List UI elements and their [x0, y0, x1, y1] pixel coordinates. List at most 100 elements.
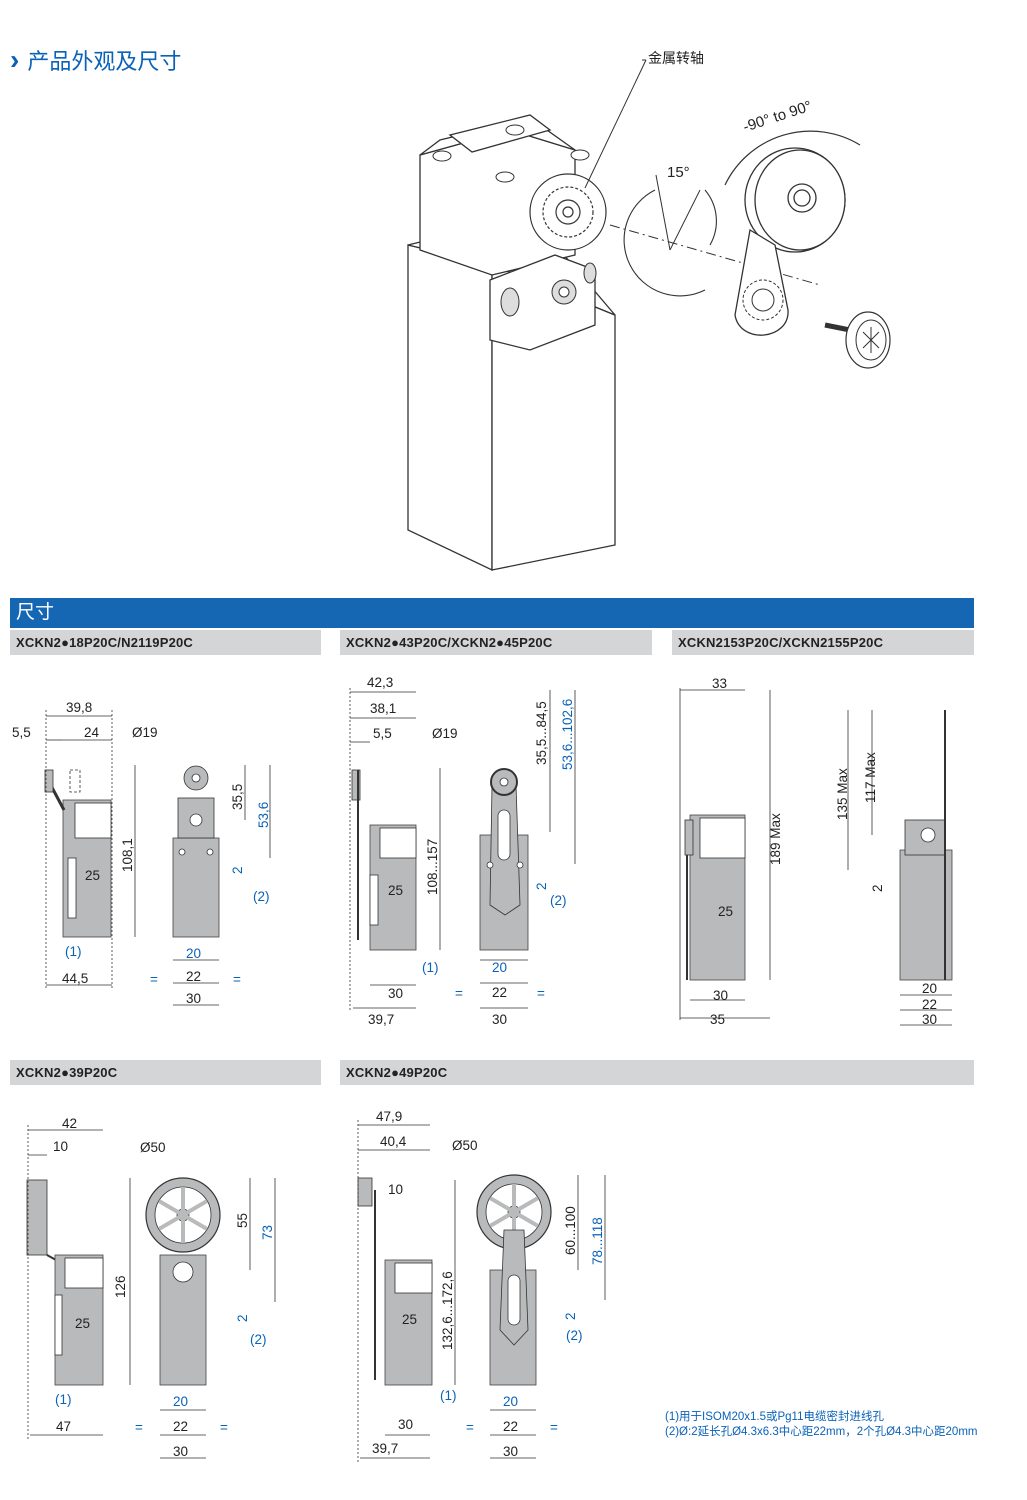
dim-text: 25 [718, 904, 733, 919]
dim-text: 35,5 [230, 784, 245, 810]
dim-text: 35 [710, 1012, 725, 1027]
dim-text: 2 [230, 866, 245, 874]
dim-text: 10 [388, 1182, 403, 1197]
dim-text: 38,1 [370, 701, 396, 716]
dim-text: 25 [402, 1312, 417, 1327]
dim-text: 189 Max [768, 813, 783, 865]
dim-text: 47 [56, 1419, 71, 1434]
dim-text: 33 [712, 676, 727, 691]
dim-text: = [455, 986, 463, 1001]
dim-text: 20 [503, 1394, 518, 1409]
dimension-drawing-2: 42,3 38,1 5,5 Ø19 25 (1) (2) 20 22 30 30… [349, 675, 576, 1027]
angle-15-label: 15° [667, 164, 690, 181]
note-2-label: (2) [253, 889, 270, 904]
dimensions-bar-label: 尺寸 [16, 602, 55, 623]
dim-text: 5,5 [12, 725, 31, 740]
dim-text: 30 [388, 986, 403, 1001]
dim-text: 20 [186, 946, 201, 961]
dim-text: Ø50 [452, 1138, 478, 1153]
footnote-2: (2)Ø:2延长孔Ø4.3x6.3中心距22mm，2个孔Ø4.3中心距20mm [665, 1426, 978, 1438]
dim-text: 132,6...172,6 [440, 1271, 455, 1350]
model-header-4: XCKN2●39P20C [10, 1060, 321, 1085]
dim-text: = [220, 1420, 228, 1435]
dim-text: 53,6 [256, 802, 271, 828]
dim-text: 10 [53, 1139, 68, 1154]
dim-text: = [466, 1420, 474, 1435]
footnote-1: (1)用于ISOM20x1.5或Pg11电缆密封进线孔 [665, 1411, 884, 1423]
note-1-label: (1) [65, 944, 82, 959]
dim-text: 117 Max [863, 752, 878, 803]
model-header-2: XCKN2●43P20C/XCKN2●45P20C [340, 630, 652, 655]
dim-text: 30 [922, 1012, 937, 1027]
dimension-drawing-3: 33 25 30 35 20 22 30 189 Max 135 Max 117… [679, 676, 953, 1027]
dimensions-bar: 尺寸 [10, 598, 974, 628]
dim-text: 42 [62, 1116, 77, 1131]
dim-text: 40,4 [380, 1134, 407, 1149]
dim-text: 73 [260, 1225, 275, 1240]
dim-text: 44,5 [62, 971, 88, 986]
dim-text: 30 [503, 1444, 518, 1459]
dim-text: 39,7 [368, 1012, 394, 1027]
callout-metal-shaft: 金属转轴 [648, 50, 704, 66]
section-title: › 产品外观及尺寸 [10, 44, 181, 76]
note-1-label: (1) [422, 960, 439, 975]
dim-text: 35,5...84,5 [534, 701, 549, 765]
dim-text: 25 [388, 883, 403, 898]
footnotes: (1)用于ISOM20x1.5或Pg11电缆密封进线孔 (2)Ø:2延长孔Ø4.… [665, 1410, 985, 1440]
dim-text: 30 [186, 991, 201, 1006]
dim-text: 47,9 [376, 1109, 402, 1124]
note-2-label: (2) [250, 1332, 267, 1347]
dim-text: = [150, 972, 158, 987]
note-1-label: (1) [55, 1392, 72, 1407]
dim-text: 25 [85, 868, 100, 883]
dimension-drawing-5: 47,9 40,4 10 Ø50 25 (1) (2) 30 39,7 20 2… [357, 1109, 606, 1462]
dim-text: = [537, 986, 545, 1001]
dim-text: 135 Max [835, 768, 850, 820]
dim-text: 5,5 [373, 726, 392, 741]
dim-text: 126 [113, 1275, 128, 1298]
dim-text: 30 [173, 1444, 188, 1459]
dim-text: 2 [235, 1314, 250, 1322]
dimension-drawing-4: 42 10 Ø50 25 (1) (2) 47 20 22 30 = = 126… [26, 1116, 276, 1459]
dim-text: 108,1 [120, 838, 135, 872]
dim-text: 60...100 [563, 1206, 578, 1255]
dim-text: 20 [492, 960, 507, 975]
angle-range-label: -90° to 90° [741, 98, 814, 136]
note-2-label: (2) [550, 893, 567, 908]
dim-text: Ø19 [432, 726, 458, 741]
model-header-1: XCKN2●18P20C/N2119P20C [10, 630, 321, 655]
dim-text: 53,6...102,6 [560, 699, 575, 770]
dim-text: = [135, 1420, 143, 1435]
dim-text: = [550, 1420, 558, 1435]
dimension-drawing-1: 39,8 5,5 24 Ø19 25 44,5 20 22 30 = = (1)… [12, 700, 271, 1006]
dim-text: 108...157 [425, 839, 440, 895]
product-illustration: 金属转轴 15° -90° to 90° [407, 50, 891, 572]
dim-text: 30 [713, 988, 728, 1003]
dim-text: Ø50 [140, 1140, 166, 1155]
dim-text: 25 [75, 1316, 90, 1331]
dim-text: 20 [173, 1394, 188, 1409]
dim-text: 2 [870, 884, 885, 892]
model-header-3: XCKN2153P20C/XCKN2155P20C [672, 630, 974, 655]
dim-text: 39,8 [66, 700, 92, 715]
dim-text: 22 [922, 997, 937, 1012]
dim-text: 42,3 [367, 675, 393, 690]
dim-text: 22 [173, 1419, 188, 1434]
dim-text: 22 [492, 985, 507, 1000]
dim-text: 55 [235, 1213, 250, 1228]
chevron-right-icon: › [10, 44, 20, 75]
dim-text: 20 [922, 981, 937, 996]
dim-text: = [233, 972, 241, 987]
dim-text: 78...118 [590, 1217, 605, 1265]
dim-text: 39,7 [372, 1441, 398, 1456]
model-header-5: XCKN2●49P20C [340, 1060, 974, 1085]
dim-text: 2 [534, 882, 549, 890]
dim-text: 30 [492, 1012, 507, 1027]
dim-text: Ø19 [132, 725, 158, 740]
section-title-text: 产品外观及尺寸 [27, 49, 182, 74]
dim-text: 24 [84, 725, 100, 740]
dim-text: 2 [563, 1312, 578, 1320]
note-2-label: (2) [566, 1328, 583, 1343]
dim-text: 22 [503, 1419, 518, 1434]
dim-text: 30 [398, 1417, 413, 1432]
